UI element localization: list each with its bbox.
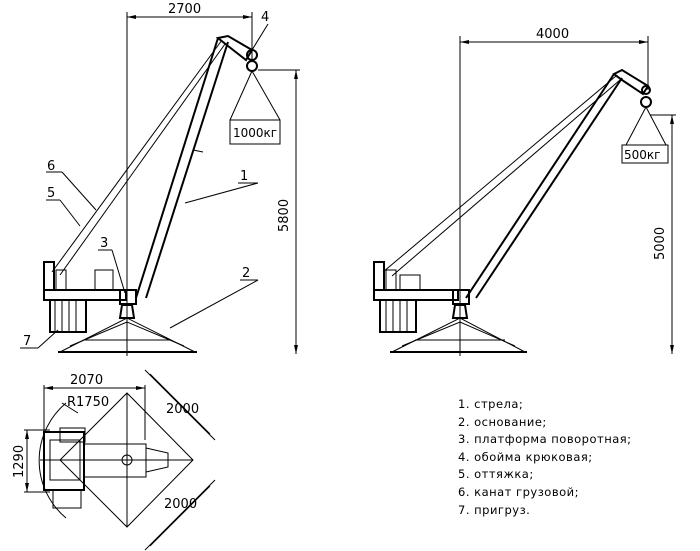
legend-item: 3. платформа поворотная; bbox=[458, 432, 632, 447]
base bbox=[390, 304, 527, 353]
plan-view: 2070 R1750 1290 2000 2000 bbox=[12, 369, 216, 551]
load-cable bbox=[391, 79, 621, 277]
hook-block bbox=[641, 85, 651, 95]
dim-depth-text: 1290 bbox=[12, 445, 27, 478]
left-crane-elevation: 2700 1000кг 5800 bbox=[20, 2, 300, 356]
svg-text:2: 2 bbox=[242, 266, 250, 281]
dimension-side-b bbox=[149, 485, 211, 547]
dim-height-text: 5000 bbox=[653, 227, 668, 260]
dim-reach-text: 2700 bbox=[168, 2, 201, 17]
counterweight bbox=[49, 299, 87, 333]
dim-reach-text: 4000 bbox=[536, 27, 569, 42]
legend-item: 7. пригруз. bbox=[458, 502, 531, 517]
legend-item: 4. обойма крюковая; bbox=[458, 449, 593, 464]
right-crane-elevation: 4000 500кг 5000 bbox=[373, 27, 676, 356]
load-cable bbox=[59, 43, 226, 276]
dimension-side-a bbox=[149, 373, 211, 435]
dim-width-text: 2070 bbox=[70, 373, 103, 388]
legend-item: 1. стрела; bbox=[458, 397, 524, 411]
dim-side-a-text: 2000 bbox=[166, 402, 199, 417]
boom bbox=[465, 68, 650, 299]
platform bbox=[373, 289, 459, 301]
load-box bbox=[229, 119, 281, 145]
boom bbox=[135, 34, 254, 299]
dim-side-b-text: 2000 bbox=[164, 497, 197, 512]
callouts: 1 2 3 4 5 6 7 bbox=[20, 10, 269, 349]
legend-item: 5. оттяжка; bbox=[458, 467, 534, 482]
dim-height-text: 5800 bbox=[277, 199, 292, 232]
load-box bbox=[621, 144, 669, 164]
svg-text:7: 7 bbox=[23, 334, 31, 349]
dim-radius-text: R1750 bbox=[67, 395, 109, 410]
legend-item: 2. основание; bbox=[458, 414, 547, 429]
base bbox=[58, 304, 197, 353]
svg-text:3: 3 bbox=[100, 236, 108, 251]
load-label: 500кг bbox=[624, 148, 660, 162]
platform bbox=[43, 289, 127, 301]
counterweight bbox=[379, 299, 417, 333]
tie-rope bbox=[382, 75, 617, 273]
svg-text:6: 6 bbox=[47, 159, 55, 174]
svg-text:5: 5 bbox=[47, 186, 55, 201]
swing-radius-arc bbox=[38, 402, 67, 519]
load-label: 1000кг bbox=[233, 126, 277, 140]
svg-text:1: 1 bbox=[240, 169, 248, 184]
legend-item: 6. канат грузовой; bbox=[458, 484, 580, 499]
svg-text:4: 4 bbox=[261, 10, 269, 25]
tie-rope bbox=[51, 39, 223, 273]
legend: 1. стрела; 2. основание; 3. платформа по… bbox=[458, 396, 632, 519]
